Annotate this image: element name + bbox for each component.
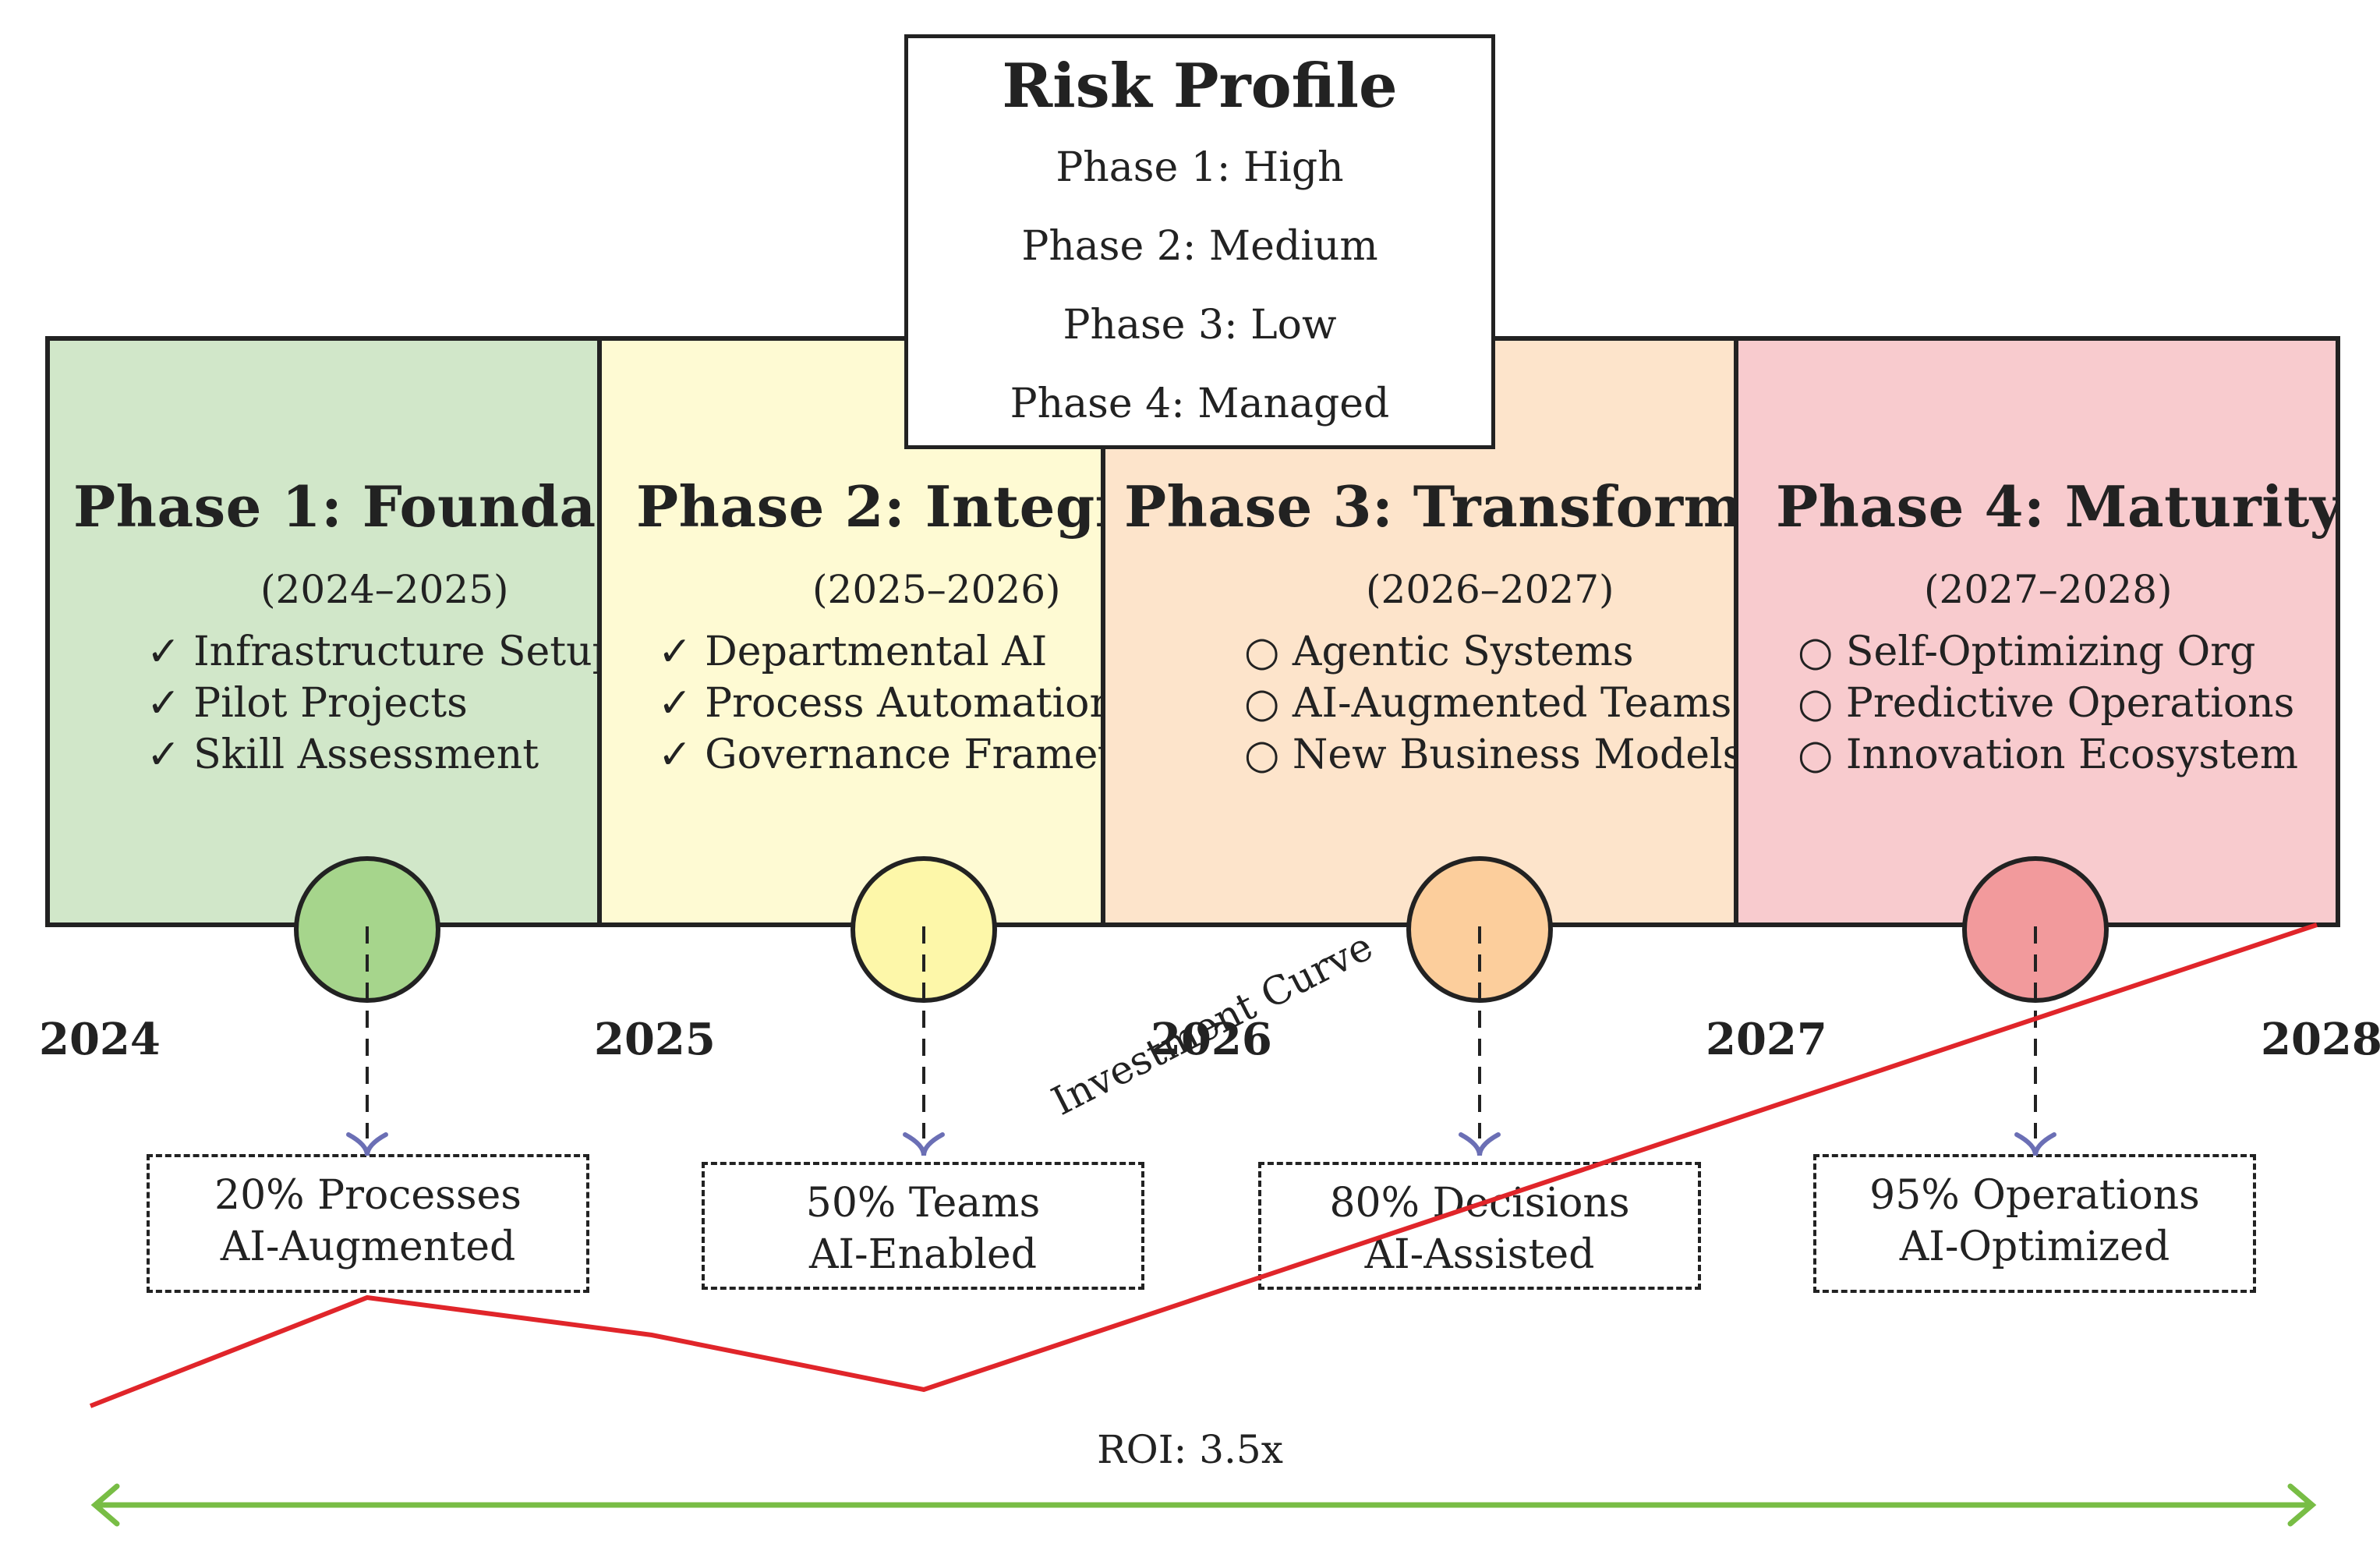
timeline-node-4	[1962, 856, 2109, 1003]
metric-line: AI-Augmented	[220, 1223, 516, 1270]
metric-line: 50% Teams	[805, 1180, 1041, 1227]
list-item: ✓ Departmental AI	[658, 629, 1048, 675]
metric-box-3: 80% Decisions AI-Assisted	[1258, 1162, 1701, 1290]
arrow-right-icon	[2287, 1483, 2317, 1527]
year-label: 2028	[2261, 1014, 2380, 1065]
timeline-node-2	[851, 856, 997, 1003]
list-item: ○ AI-Augmented Teams	[1244, 680, 1732, 727]
phase-panel-4: Phase 4: Maturity (2027–2028) ○ Self-Opt…	[1734, 336, 2340, 927]
phase-years: (2025–2026)	[812, 567, 1061, 612]
list-item: ✓ Skill Assessment	[147, 731, 539, 778]
metric-line: AI-Enabled	[808, 1231, 1038, 1278]
phase-item-list: ○ Agentic Systems ○ AI-Augmented Teams ○…	[1244, 626, 1738, 781]
list-item: ○ Predictive Operations	[1798, 680, 2295, 727]
year-label: 2027	[1706, 1014, 1827, 1065]
roi-label: ROI: 3.5x	[1097, 1427, 1283, 1472]
phase-years: (2026–2027)	[1366, 567, 1614, 612]
phase-title: Phase 3: Transformation	[1124, 473, 1738, 540]
metric-box-2: 50% Teams AI-Enabled	[702, 1162, 1144, 1290]
metric-line: AI-Optimized	[1899, 1223, 2170, 1270]
phase-title: Phase 1: Foundation	[73, 473, 597, 540]
list-item: ✓ Process Automation	[658, 680, 1105, 727]
phase-years: (2027–2028)	[1924, 567, 2173, 612]
list-item: ○ Agentic Systems	[1244, 629, 1634, 675]
metric-box-1: 20% Processes AI-Augmented	[147, 1154, 589, 1293]
arrow-down-icon	[346, 1132, 388, 1156]
arrow-down-icon	[903, 1132, 945, 1156]
phase-item-list: ✓ Departmental AI ✓ Process Automation ✓…	[658, 626, 1105, 781]
risk-profile-title: Risk Profile	[1002, 51, 1398, 122]
phase-item-list: ✓ Infrastructure Setup ✓ Pilot Projects …	[147, 626, 602, 781]
phase-title: Phase 2: Integration	[636, 473, 1101, 540]
phase-item-list: ○ Self-Optimizing Org ○ Predictive Opera…	[1798, 626, 2298, 781]
risk-line: Phase 2: Medium	[1021, 223, 1378, 270]
arrow-left-icon	[90, 1483, 120, 1527]
risk-line: Phase 4: Managed	[1010, 381, 1390, 427]
list-item: ✓ Infrastructure Setup	[147, 629, 602, 675]
risk-line: Phase 3: Low	[1063, 302, 1337, 349]
list-item: ○ Innovation Ecosystem	[1798, 731, 2299, 778]
arrow-down-icon	[1459, 1132, 1501, 1156]
phase-years: (2024–2025)	[260, 567, 509, 612]
list-item: ○ New Business Models	[1244, 731, 1738, 778]
phase-title: Phase 4: Maturity	[1776, 473, 2340, 540]
year-label: 2026	[1151, 1014, 1272, 1065]
metric-line: 20% Processes	[214, 1172, 522, 1219]
timeline-node-3	[1406, 856, 1553, 1003]
year-label: 2024	[39, 1014, 161, 1065]
list-item: ✓ Pilot Projects	[147, 680, 468, 727]
list-item: ✓ Governance Framework	[658, 731, 1101, 778]
metric-line: 95% Operations	[1869, 1172, 2200, 1219]
year-label: 2025	[594, 1014, 716, 1065]
arrow-down-icon	[2014, 1132, 2056, 1156]
list-item: ○ Self-Optimizing Org	[1798, 629, 2256, 675]
risk-line: Phase 1: High	[1056, 144, 1344, 191]
metric-line: AI-Assisted	[1364, 1231, 1595, 1278]
risk-profile-box: Risk Profile Phase 1: High Phase 2: Medi…	[904, 34, 1495, 449]
phase-panel-1: Phase 1: Foundation (2024–2025) ✓ Infras…	[45, 336, 602, 927]
investment-curve-line	[89, 922, 2318, 1408]
